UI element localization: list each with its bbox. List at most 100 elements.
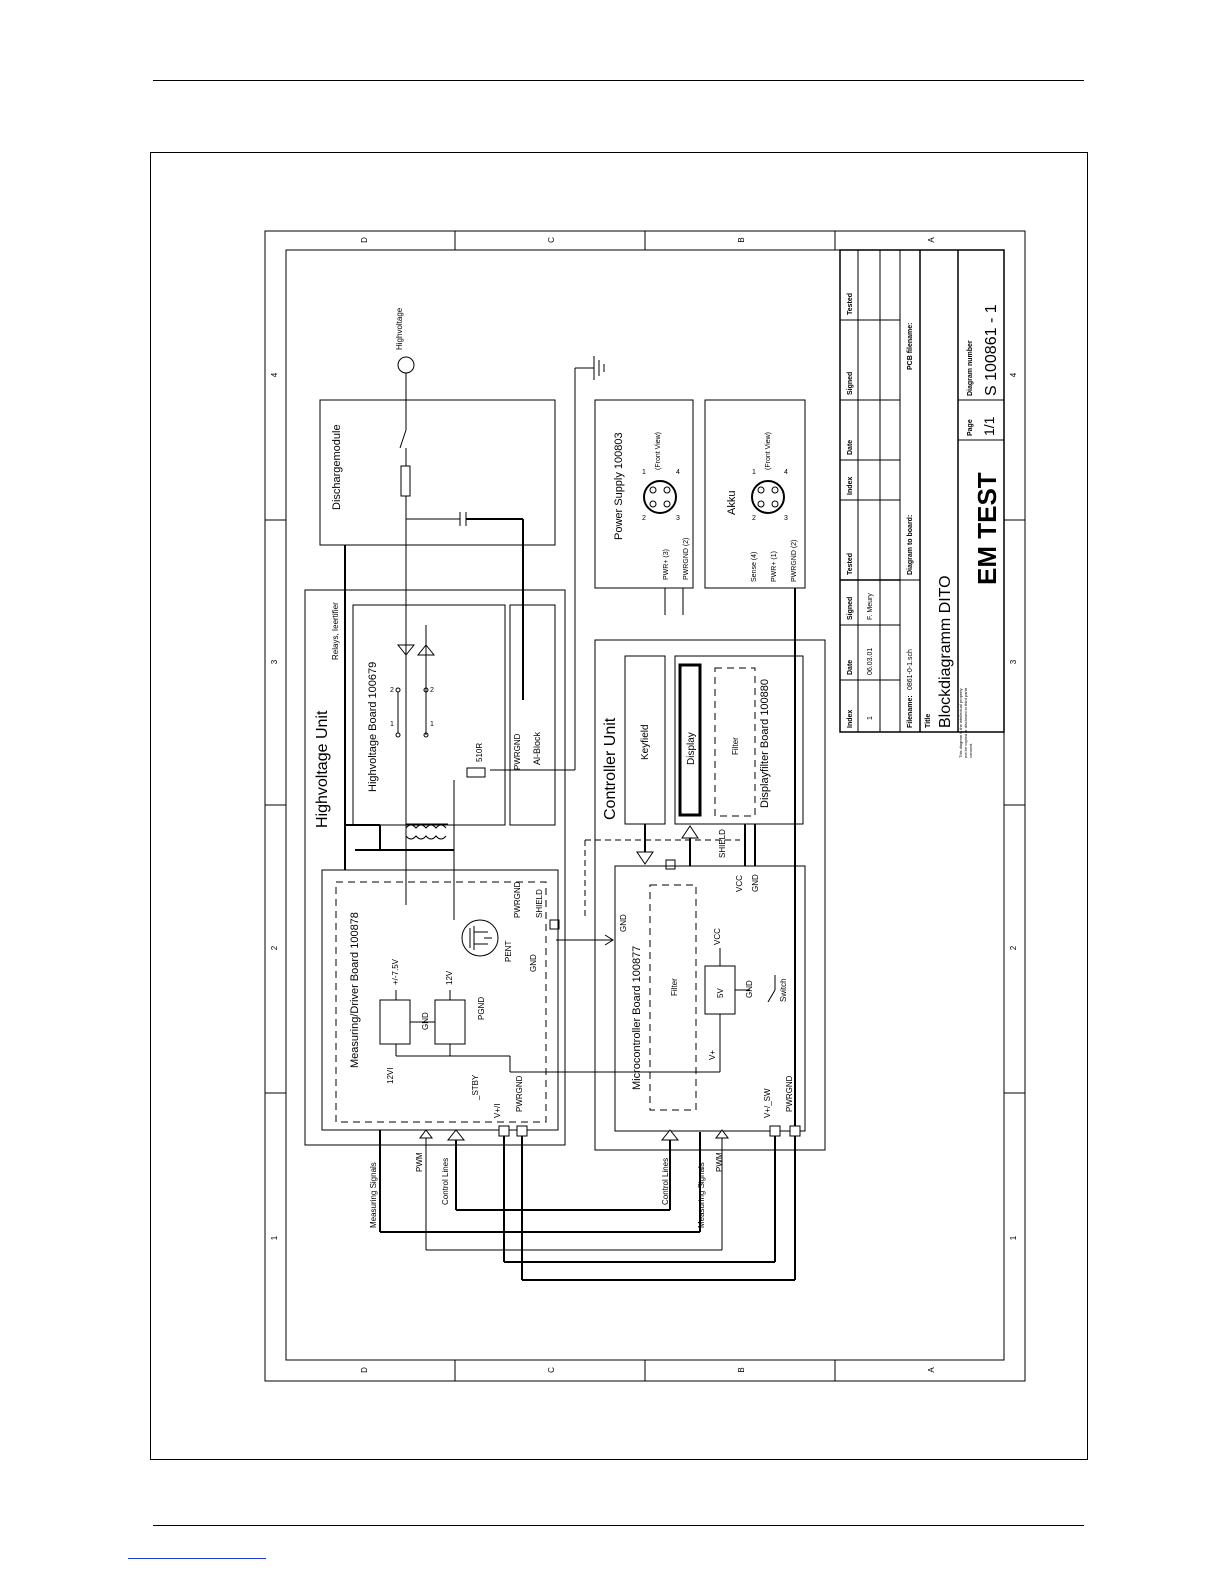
measuring-signals-left: Measuring Signals (369, 1162, 378, 1228)
ps-pwr3: PWR+ (3) (663, 549, 670, 580)
highvoltage-label: Highvoltage (395, 307, 404, 350)
r510-label: 510R (475, 743, 484, 762)
tb-filename-label: Filename: (907, 695, 914, 728)
gnd-reg5-label: GND (745, 980, 754, 998)
pwrgnd-meas-label: PWRGND (515, 1075, 524, 1112)
zone-b-bottom: B (737, 1367, 746, 1372)
tb-pcb-label: PCB filename: (907, 323, 914, 370)
micro-filter-dashed (649, 884, 697, 1111)
stby-label: _STBY (471, 1074, 480, 1101)
tb-page-label: Page (967, 419, 974, 436)
tb-number-label: Diagram number (967, 340, 974, 396)
zone-4-right: 4 (1009, 372, 1018, 377)
power-supply-box (594, 399, 694, 589)
zone-2-right: 2 (1009, 945, 1018, 950)
shield-ctrl-label: SHIELD (718, 829, 727, 858)
title-block (839, 249, 1005, 733)
discharge-module-box (319, 399, 556, 546)
akku-connector (751, 480, 785, 514)
tb-title: Blockdiagramm DITO (937, 575, 954, 728)
zone-c-bottom: C (547, 1367, 556, 1373)
v5-label: 5V (716, 988, 725, 998)
footer-link-underline (128, 1558, 266, 1559)
vplus-micro-label: V+ (708, 1050, 717, 1060)
display-filter-dashed (714, 667, 756, 817)
akku-pwr1: PWR+ (1) (771, 551, 778, 582)
tb-header-date-1: Date (847, 660, 854, 675)
tb-header-index-1: Index (847, 710, 854, 728)
transformer-symbol (405, 824, 447, 840)
ps-pin1: 1 (642, 469, 646, 476)
controller-unit-box (594, 639, 826, 1151)
tb-header-date-2: Date (847, 440, 854, 455)
akku-box (704, 399, 806, 589)
tb-row-index: 1 (867, 716, 874, 720)
tb-header-index-2: Index (847, 477, 854, 495)
akku-label: Akku (726, 491, 738, 515)
relays-label: Relays, Ieertifier (331, 602, 340, 660)
pgnd-label: PGND (477, 997, 486, 1020)
zone-d-bottom: D (360, 1367, 369, 1373)
pwm-left: PWM (415, 1152, 424, 1172)
zone-b-top: B (737, 237, 746, 242)
tb-page: 1/1 (981, 416, 997, 436)
footer-rule (153, 1525, 1084, 1526)
tb-filename: 0861-0-1.sch (907, 649, 914, 690)
relay-pin-2a: 2 (390, 687, 394, 694)
display-box (678, 663, 702, 817)
pwrgnd-al-label: PWRGND (513, 733, 522, 770)
ps-pin4: 4 (676, 469, 680, 476)
akku-sense4: Sense (4) (751, 552, 758, 582)
discharge-module-label: Dischargemodule (331, 424, 343, 510)
zone-1-right: 1 (1009, 1235, 1018, 1240)
switch-label: Switch (779, 978, 788, 1002)
tb-header-tested-2: Tested (847, 293, 854, 315)
zone-c-top: C (547, 237, 556, 243)
akku-pwrgnd2: PWRGND (2) (791, 540, 798, 582)
displayfilter-board-label: Displayfilter Board 100880 (759, 679, 771, 808)
vplus-i-label: V+/I (493, 1104, 502, 1118)
v12-label: 12V (445, 970, 454, 985)
tb-diagram-board-label: Diagram to board: (907, 515, 914, 575)
tb-row-date: 06.03.01 (867, 648, 874, 675)
ps-pin3: 3 (676, 515, 680, 522)
gnd-micro-label: GND (619, 914, 628, 932)
regulator-2-box (434, 999, 466, 1045)
display-label: Display (686, 732, 697, 765)
display-filter-label: Filter (731, 737, 740, 755)
displayfilter-board-box (674, 655, 804, 825)
relay-pin-1a: 1 (390, 721, 394, 728)
pwrgnd-ctrl-label: PWRGND (785, 1075, 794, 1112)
header-rule (153, 80, 1084, 81)
zone-2-left: 2 (270, 945, 279, 950)
akku-front-view: (Front View) (765, 432, 772, 470)
relay-pin-2b: 2 (430, 687, 434, 694)
zone-1-left: 1 (270, 1235, 279, 1240)
vcc-micro-label: VCC (713, 928, 722, 945)
mosfet-symbol (461, 919, 499, 957)
highvoltage-board-label: Highvoltage Board 100679 (367, 662, 379, 792)
ps-pwrgnd2: PWRGND (2) (683, 538, 690, 580)
controller-unit-title: Controller Unit (602, 717, 619, 820)
zone-3-left: 3 (270, 659, 279, 664)
al-block-label: Al-Block (532, 731, 542, 765)
akku-pin4: 4 (784, 469, 788, 476)
regulator-1-box (379, 999, 411, 1045)
measuring-signals-right: Measuring Signals (697, 1162, 706, 1228)
measuring-board-box (321, 869, 559, 1131)
power-supply-label: Power Supply 100803 (613, 432, 625, 540)
tb-number: S 100861 - 1 (983, 304, 1000, 396)
zone-d-top: D (360, 237, 369, 243)
page-frame (150, 152, 1088, 1460)
power-supply-connector (643, 480, 677, 514)
tb-copyright: This diagram is the intellectual propert… (958, 688, 973, 758)
al-block-box (509, 604, 556, 826)
control-lines-right: Control Lines (661, 1158, 670, 1205)
gnd-reg-label: GND (421, 1012, 430, 1030)
highvoltage-terminal (397, 356, 415, 374)
microcontroller-board-label: Microcontroller Board 100877 (631, 946, 643, 1090)
gnd-hv-label: GND (529, 954, 538, 972)
zone-3-right: 3 (1009, 659, 1018, 664)
tb-title-label: Title (925, 714, 932, 728)
